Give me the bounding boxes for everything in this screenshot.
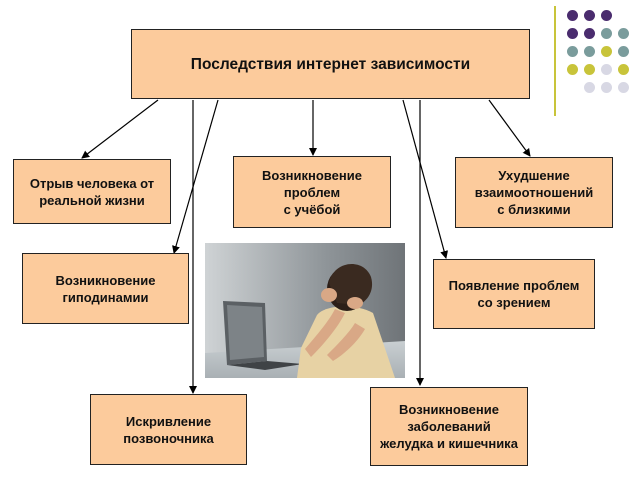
decor-dot	[618, 28, 629, 39]
decor-dot	[601, 28, 612, 39]
box-detachment-from-reality: Отрыв человека от реальной жизни	[13, 159, 171, 224]
decor-dot	[567, 64, 578, 75]
decor-dot	[618, 82, 629, 93]
decor-dot	[584, 64, 595, 75]
box-spine-curvature: Искривление позвоночника	[90, 394, 247, 465]
decor-dot	[567, 10, 578, 21]
arrow-to-b4	[172, 99, 219, 254]
arrow-to-b5	[402, 99, 449, 259]
box-vision-problems: Появление проблем со зрением	[433, 259, 595, 329]
decor-dot	[601, 64, 612, 75]
decor-dot	[601, 46, 612, 57]
decor-dot	[567, 46, 578, 57]
arrow-to-b1	[81, 99, 159, 159]
arrow-to-b3	[488, 99, 531, 157]
decor-dot	[618, 64, 629, 75]
decor-dot	[584, 28, 595, 39]
decor-dot	[601, 82, 612, 93]
diagram-title: Последствия интернет зависимости	[131, 29, 530, 99]
decor-dot	[601, 10, 612, 21]
box-hypodynamia: Возникновение гиподинамии	[22, 253, 189, 324]
decor-dot	[584, 46, 595, 57]
box-relationship-worsening: Ухудшение взаимоотношений с близкими	[455, 157, 613, 228]
box-study-problems: Возникновение проблем с учёбой	[233, 156, 391, 228]
decor-dot	[567, 28, 578, 39]
decor-dot	[584, 10, 595, 21]
decor-divider-line	[554, 6, 556, 116]
decor-dot	[618, 46, 629, 57]
illustration-woman-at-laptop	[205, 243, 405, 378]
box-stomach-diseases: Возникновение заболеваний желудка и кише…	[370, 387, 528, 466]
decor-dot	[584, 82, 595, 93]
